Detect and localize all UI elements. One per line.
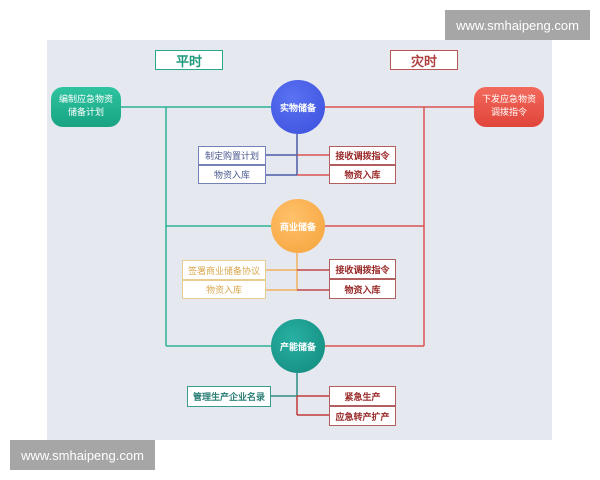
node-left-line2: 储备计划: [67, 108, 104, 118]
box-commercial-warehousing: 物资入库: [182, 280, 266, 299]
box-sign-commercial-agreement: 签署商业储备协议: [182, 260, 266, 280]
node-physical-reserve: 实物储备: [271, 80, 325, 134]
watermark-top: www.smhaipeng.com: [445, 10, 590, 40]
box-physical-receive-order: 接收调拨指令: [329, 146, 396, 165]
node-right-line2: 调拨指令: [490, 108, 527, 118]
header-disaster-time: 灾时: [390, 50, 458, 70]
box-make-purchase-plan: 制定购置计划: [198, 146, 266, 165]
watermark-bottom: www.smhaipeng.com: [10, 440, 155, 470]
node-commercial-reserve: 商业储备: [271, 199, 325, 253]
box-physical-disaster-warehousing: 物资入库: [329, 165, 396, 184]
header-normal-time: 平时: [155, 50, 223, 70]
box-emergency-conversion-expansion: 应急转产扩产: [329, 406, 396, 426]
node-issue-dispatch-order: 下发应急物资 调拨指令: [474, 87, 544, 127]
node-left-line1: 编制应急物资: [58, 95, 113, 105]
node-right-line1: 下发应急物资: [481, 95, 536, 105]
box-manage-enterprise-list: 管理生产企业名录: [187, 386, 271, 407]
node-compile-reserve-plan: 编制应急物资 储备计划: [51, 87, 121, 127]
box-commercial-disaster-warehousing: 物资入库: [329, 279, 396, 299]
node-capacity-reserve: 产能储备: [271, 319, 325, 373]
box-emergency-production: 紧急生产: [329, 386, 396, 406]
box-physical-warehousing: 物资入库: [198, 165, 266, 184]
box-commercial-receive-order: 接收调拨指令: [329, 259, 396, 279]
